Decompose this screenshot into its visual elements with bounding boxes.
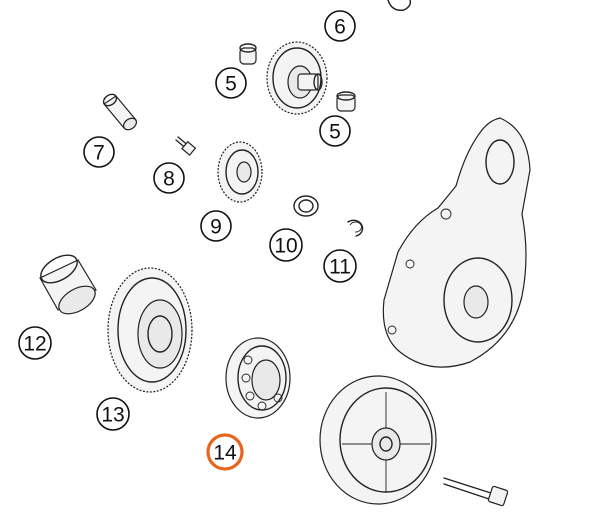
engine-cover-housing [382,117,531,368]
callout-label: 12 [23,333,46,356]
callout-7[interactable]: 7 [83,136,115,168]
callout-label: 10 [274,235,297,258]
callout-5-top[interactable]: 5 [215,67,247,99]
callout-label: 13 [101,404,124,427]
callout-label: 5 [225,73,237,96]
part-11-circlip [347,219,364,237]
part-top-edge [387,0,412,11]
callout-label: 7 [93,142,105,165]
part-13-large-gear [107,267,193,393]
callout-12[interactable]: 12 [18,326,52,360]
callout-label: 8 [163,168,175,191]
callout-9[interactable]: 9 [200,210,232,242]
callout-label: 11 [329,256,351,279]
callout-14[interactable]: 14 [206,433,244,471]
rotor-flywheel [319,375,437,505]
callout-label: 9 [210,216,222,239]
part-5-bushing-right [336,91,356,112]
part-12-needle-bearing [39,254,97,315]
part-6-gear [266,41,328,115]
part-5-bushing-top [239,43,257,65]
part-8-bolt [175,136,197,156]
part-7-sleeve [102,93,138,131]
callout-8[interactable]: 8 [153,162,185,194]
callout-label: 6 [334,16,346,39]
callout-11[interactable]: 11 [323,249,357,283]
callout-label: 14 [213,442,237,465]
part-9-gear [217,141,263,203]
callout-13[interactable]: 13 [96,397,130,431]
callout-10[interactable]: 10 [269,228,303,262]
callout-label: 5 [329,121,341,144]
callout-6[interactable]: 6 [324,10,356,42]
rotor-bolt [443,477,509,507]
callout-5-right[interactable]: 5 [319,115,351,147]
part-14-freewheel [225,337,291,419]
part-10-washer [293,195,319,217]
